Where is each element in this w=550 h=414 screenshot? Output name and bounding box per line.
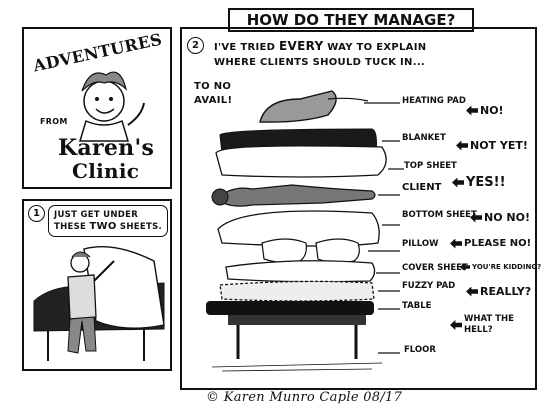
left-arrow-icon (470, 212, 482, 223)
response-what-the-hell: WHAT THE HELL? (450, 314, 534, 336)
heating-pad-shape (259, 90, 337, 123)
label-pointers (364, 102, 404, 354)
panel-1-speech-bubble: JUST GET UNDER THESE TWO SHEETS. (48, 205, 168, 237)
fuzzy-pad-shape (219, 280, 375, 302)
label-table: TABLE (402, 301, 432, 311)
cover-sheet-shape (225, 260, 376, 283)
narration-emphasis-every: EVERY (279, 39, 324, 53)
response-fuzzy-pad: REALLY? (466, 285, 531, 298)
narration-part-2: WAY TO EXPLAIN (323, 42, 427, 53)
panel-1: 1 JUST GET UNDER THESE TWO SHEETS. (22, 199, 172, 371)
speech-line-2a: THESE (54, 222, 90, 232)
response-client: YES!! (452, 175, 506, 190)
left-arrow-icon (466, 105, 478, 116)
logo-karens: Karen's (58, 135, 155, 161)
narration-part-3: WHERE CLIENTS SHOULD TUCK IN... (214, 57, 426, 68)
pillow-left-shape (261, 238, 307, 264)
layer-stack-art (206, 90, 404, 372)
logo-art (78, 71, 145, 142)
label-bottom-sheet: BOTTOM SHEET (402, 210, 477, 220)
left-arrow-icon (456, 140, 468, 151)
floor-hatching (211, 362, 383, 372)
to-no-text: TO NO (194, 81, 232, 92)
comic-title: HOW DO THEY MANAGE? (228, 8, 474, 32)
top-sheet-shape (215, 145, 387, 178)
heating-pad-cord (327, 97, 369, 102)
left-arrow-icon (452, 177, 464, 188)
label-floor: FLOOR (404, 345, 436, 355)
logo-from: FROM (40, 117, 68, 126)
panel-1-art (33, 246, 165, 361)
pillow-right-shape (315, 238, 360, 264)
speech-line-2b: SHEETS. (116, 222, 163, 232)
label-client: CLIENT (402, 182, 442, 193)
response-bottom-sheet: NO NO! (470, 211, 530, 224)
client-head-shape (211, 188, 229, 206)
left-arrow-icon (450, 238, 462, 249)
response-heating-pad: NO! (466, 104, 504, 117)
response-cover-sheet: YOU'RE KIDDING? (460, 263, 541, 271)
speech-emphasis-two: TWO (89, 221, 117, 232)
response-blanket: NOT YET! (456, 139, 528, 152)
left-arrow-icon (450, 320, 462, 330)
panel-2-number: 2 (187, 37, 204, 54)
avail-text: AVAIL! (194, 95, 233, 106)
client-body-shape (215, 184, 376, 207)
speech-line-1: JUST GET UNDER (54, 210, 139, 220)
panel-2-narration: I'VE TRIED EVERY WAY TO EXPLAIN WHERE CL… (214, 39, 426, 70)
panel-1-number: 1 (28, 205, 45, 222)
logo-clinic: Clinic (72, 159, 140, 183)
label-pillow: PILLOW (402, 239, 439, 249)
label-blanket: BLANKET (402, 133, 446, 143)
label-top-sheet: TOP SHEET (404, 161, 457, 171)
narration-part-1: I'VE TRIED (214, 42, 279, 53)
label-fuzzy-pad: FUZZY PAD (402, 281, 456, 291)
artist-signature: © Karen Munro Caple 08/17 (206, 390, 403, 405)
logo-panel: ADVENTURES FROM Karen's Clinic (22, 27, 172, 189)
label-heating-pad: HEATING PAD (402, 96, 466, 106)
label-cover-sheet: COVER SHEET (402, 263, 468, 273)
response-pillow: PLEASE NO! (450, 238, 531, 249)
table-frame-shape (228, 315, 366, 325)
left-arrow-icon (460, 263, 470, 271)
left-arrow-icon (466, 286, 478, 297)
panel-2: 2 I'VE TRIED EVERY WAY TO EXPLAIN WHERE … (180, 27, 537, 390)
table-top-shape (206, 301, 374, 315)
